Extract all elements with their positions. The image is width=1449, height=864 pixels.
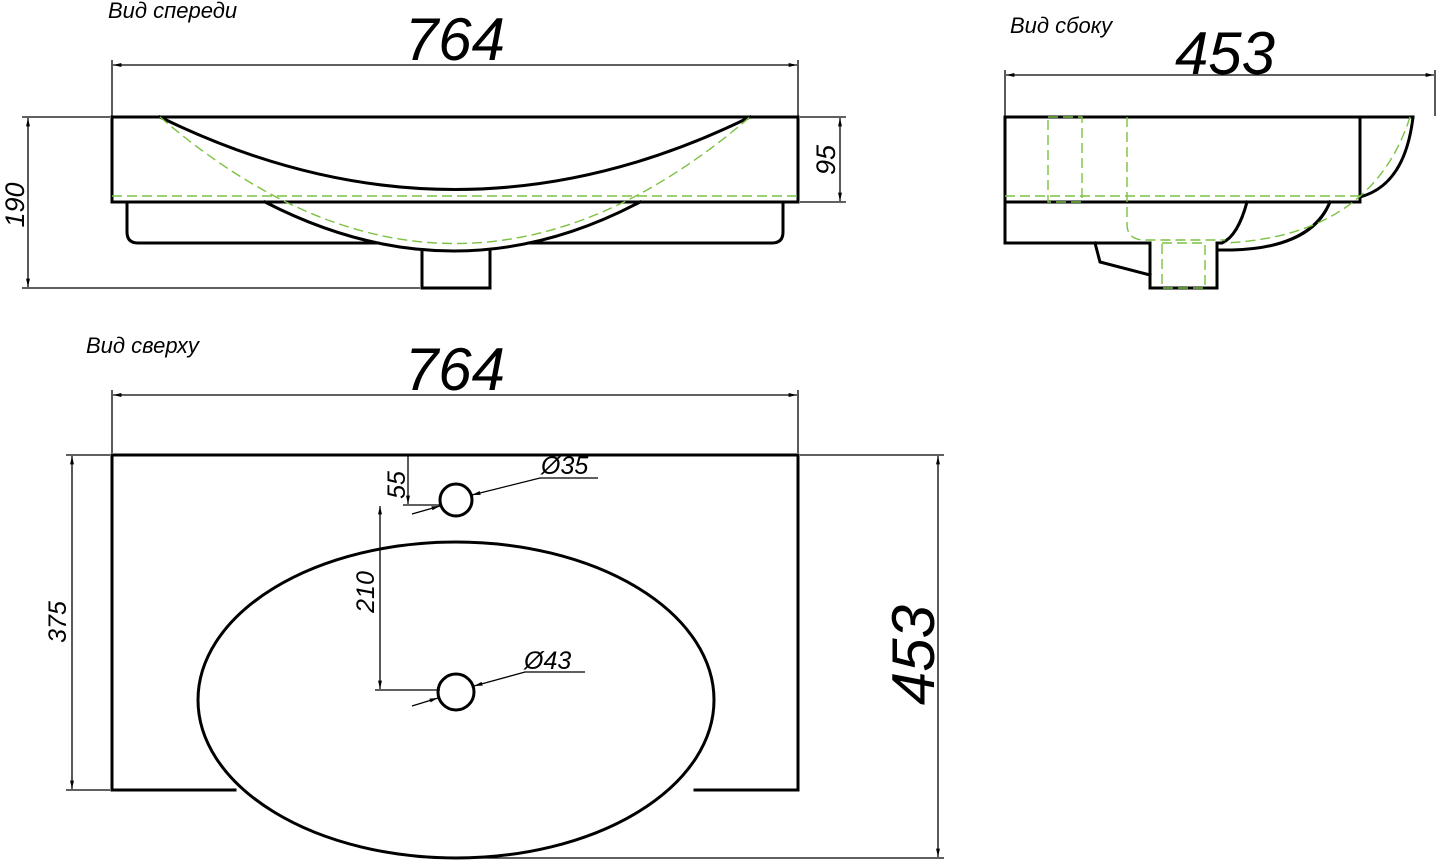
top-width-value: 764	[405, 336, 505, 403]
drain-hole-diameter-value: Ø43	[523, 647, 571, 675]
side-front-lip-curve	[1358, 115, 1415, 199]
side-bowl-outer-curve	[1215, 200, 1332, 252]
front-view-label: Вид спереди	[108, 0, 237, 23]
front-width-value: 764	[405, 6, 505, 73]
side-hidden-bowl-front	[1224, 116, 1411, 244]
side-view: Вид сбоку 453	[1003, 13, 1436, 290]
front-countertop-outline	[110, 115, 800, 204]
side-depth-value: 453	[1175, 20, 1275, 87]
side-hidden-drain	[1161, 242, 1206, 289]
side-drain-outlet	[1148, 241, 1219, 290]
front-bowl-height-value: 95	[811, 144, 841, 175]
front-lower-body-right	[527, 200, 785, 245]
drain-hole-leader-line	[473, 671, 585, 687]
drain-hole	[436, 672, 476, 712]
top-view: Вид сверху 764 55 210 Ø35 Ø43 37	[44, 333, 947, 860]
top-view-label: Вид сверху	[86, 333, 201, 358]
side-hidden-tap-hole	[1047, 116, 1083, 203]
front-drain-outlet	[420, 248, 492, 290]
front-total-height-value: 190	[0, 182, 30, 227]
front-bowl-rim-curve	[157, 114, 753, 191]
top-bowl-outline	[196, 540, 716, 860]
tap-hole-diameter-value: Ø35	[540, 452, 588, 480]
front-view: Вид спереди 764 95 190	[0, 0, 846, 290]
drain-hole-leader-arrow	[411, 697, 439, 707]
side-slab-top-and-back	[1003, 115, 1415, 245]
tap-offset-value: 55	[383, 471, 411, 499]
front-hidden-bowl-curve	[159, 116, 751, 245]
total-depth-value: 453	[880, 605, 947, 705]
front-lower-body-left	[125, 200, 380, 245]
side-bowl-inner-curve	[1215, 200, 1249, 245]
tap-hole	[438, 482, 474, 518]
front-bowl-bottom-curve	[262, 199, 643, 253]
side-hidden-bowl-back	[1126, 117, 1225, 241]
side-overflow-channel	[1093, 241, 1152, 277]
tap-hole-leader-arrow	[411, 505, 441, 515]
top-countertop-outline	[110, 453, 800, 792]
counter-depth-value: 375	[44, 601, 72, 643]
tap-drain-value: 210	[352, 571, 380, 614]
tap-hole-leader-line	[471, 477, 598, 496]
side-view-label: Вид сбоку	[1010, 13, 1114, 38]
